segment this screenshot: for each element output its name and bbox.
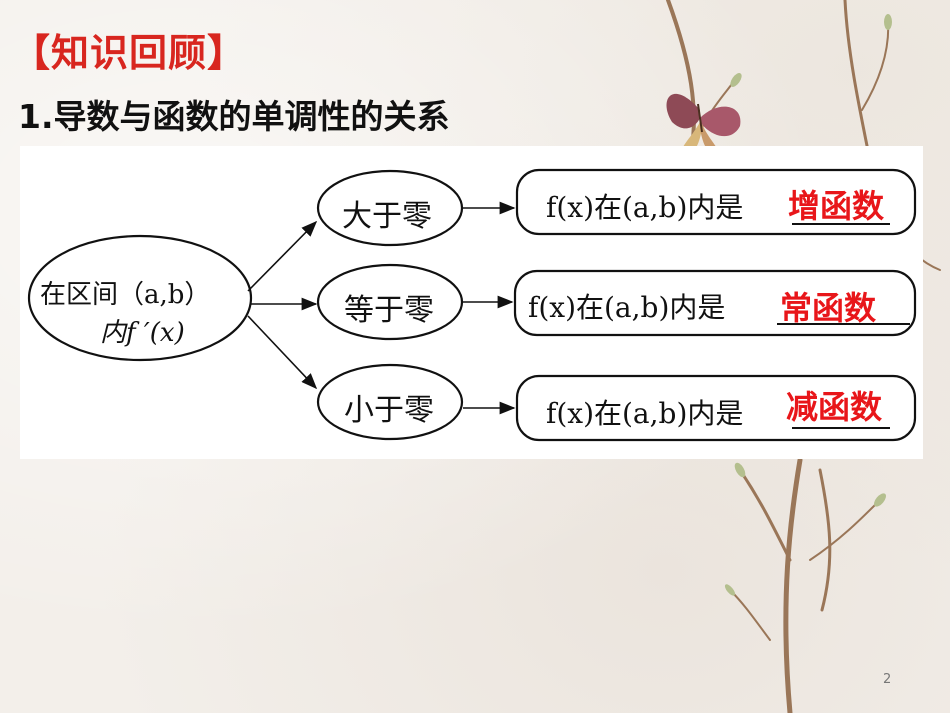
- arrow-root-to-greater: [247, 220, 318, 292]
- answer-constant: 常函数: [780, 289, 877, 327]
- condition-less: 小于零: [344, 393, 434, 428]
- statement-increasing: f(x)在(a,b)内是: [546, 191, 744, 224]
- statement-box-2: [513, 269, 917, 337]
- statement-box-3: [515, 374, 917, 442]
- answer-decreasing: 减函数: [786, 388, 883, 426]
- condition-ellipse-1: [316, 169, 464, 247]
- root-ellipse: [27, 234, 253, 362]
- condition-equal: 等于零: [344, 293, 434, 328]
- arrow-root-to-less: [247, 315, 318, 390]
- statement-constant: f(x)在(a,b)内是: [528, 291, 726, 324]
- page-number: 2: [883, 672, 892, 687]
- condition-ellipse-3: [316, 363, 464, 441]
- statement-decreasing: f(x)在(a,b)内是: [546, 397, 744, 430]
- monotonicity-diagram: 在区间（a,b） 内f ′(x) 大于零 等于零 小于零 f(x)在(a,b)内…: [20, 146, 923, 459]
- condition-ellipse-2: [316, 263, 464, 341]
- diagram-lines: [27, 168, 917, 442]
- statement-box-1: [515, 168, 917, 236]
- section-title: 【知识回顾】: [12, 31, 247, 75]
- slide-heading: 1.导数与函数的单调性的关系: [18, 97, 450, 136]
- answer-increasing: 增函数: [788, 187, 885, 225]
- condition-greater: 大于零: [342, 199, 432, 234]
- root-label-line1: 在区间（a,b）: [40, 280, 211, 310]
- root-label-line2: 内f ′(x): [100, 318, 185, 348]
